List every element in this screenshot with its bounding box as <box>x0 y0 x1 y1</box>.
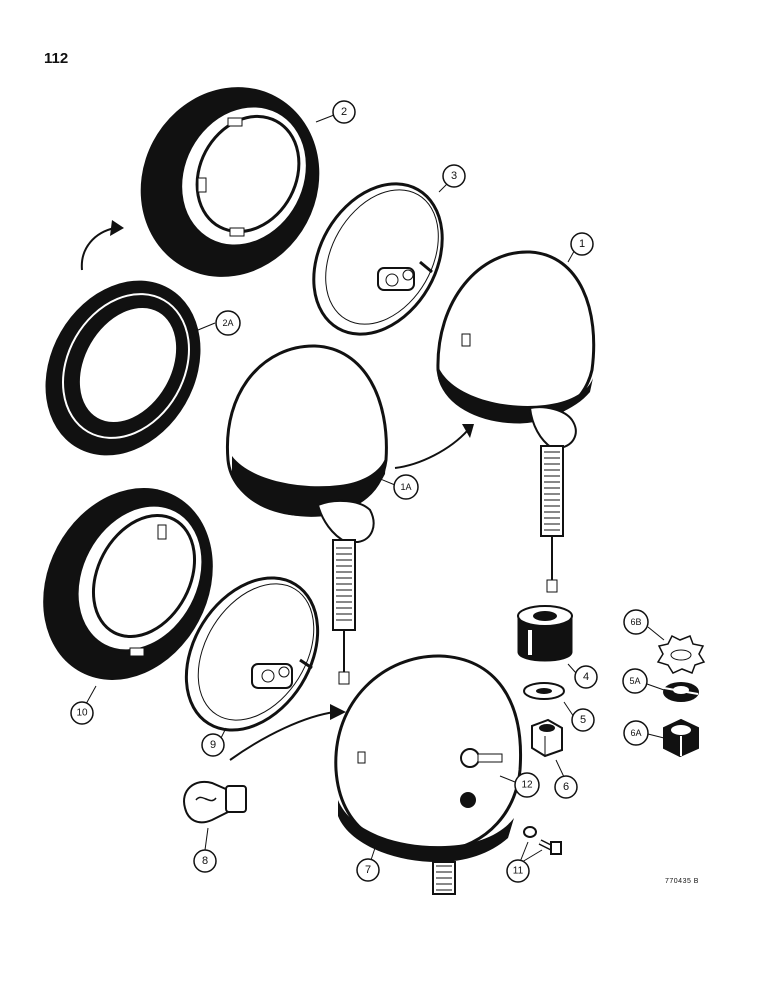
callout-1A: 1A <box>393 474 419 500</box>
svg-text:6A: 6A <box>630 728 641 738</box>
callout-2: 2 <box>332 100 356 124</box>
callout-4: 4 <box>574 665 598 689</box>
svg-text:2: 2 <box>341 106 347 118</box>
svg-text:12: 12 <box>521 780 533 791</box>
washer-part-5 <box>523 682 565 700</box>
bulb-part-8 <box>183 780 247 824</box>
lens-part-9 <box>184 576 320 732</box>
spacer-part-4 <box>517 605 573 662</box>
svg-text:9: 9 <box>210 739 216 751</box>
svg-text:2A: 2A <box>222 318 233 328</box>
callout-1: 1 <box>570 232 594 256</box>
svg-text:1: 1 <box>579 238 585 250</box>
bezel-part-2 <box>140 87 320 277</box>
svg-text:6: 6 <box>563 781 569 793</box>
svg-text:3: 3 <box>451 170 457 182</box>
svg-text:5: 5 <box>580 714 586 726</box>
svg-text:8: 8 <box>202 855 208 867</box>
callout-7: 7 <box>356 858 380 882</box>
callout-12: 12 <box>514 772 540 798</box>
screw-part-11 <box>523 826 562 855</box>
drawing-code: 770435 B <box>665 878 699 885</box>
callout-11: 11 <box>506 859 530 883</box>
svg-text:10: 10 <box>76 708 88 719</box>
callout-3: 3 <box>442 164 466 188</box>
svg-text:1A: 1A <box>400 482 411 492</box>
housing-part-1A <box>225 344 388 685</box>
assembly-arrows <box>80 220 474 761</box>
housing-part-7 <box>334 654 523 895</box>
leader-lines <box>85 114 665 863</box>
svg-text:6B: 6B <box>630 617 641 627</box>
callout-6: 6 <box>554 775 578 799</box>
lens-part-3 <box>312 182 444 336</box>
callout-5: 5 <box>571 708 595 732</box>
bezel-part-10 <box>43 488 213 680</box>
svg-text:5A: 5A <box>629 676 640 686</box>
callout-5A: 5A <box>622 668 648 694</box>
star-washer-part-6B <box>656 634 706 674</box>
nut-part-6 <box>531 718 563 758</box>
svg-text:4: 4 <box>583 671 589 683</box>
callout-6A: 6A <box>623 720 649 746</box>
callout-10: 10 <box>70 701 94 725</box>
page-number: 112 <box>44 50 69 67</box>
callout-9: 9 <box>201 733 225 757</box>
callout-2A: 2A <box>215 310 241 336</box>
svg-text:7: 7 <box>365 864 371 876</box>
housing-part-1 <box>436 250 596 593</box>
nut-part-6A <box>663 718 699 758</box>
callout-6B: 6B <box>623 609 649 635</box>
seal-part-2A <box>45 280 201 456</box>
svg-text:11: 11 <box>513 866 524 877</box>
lock-washer-part-5A <box>663 682 699 702</box>
callout-8: 8 <box>193 849 217 873</box>
